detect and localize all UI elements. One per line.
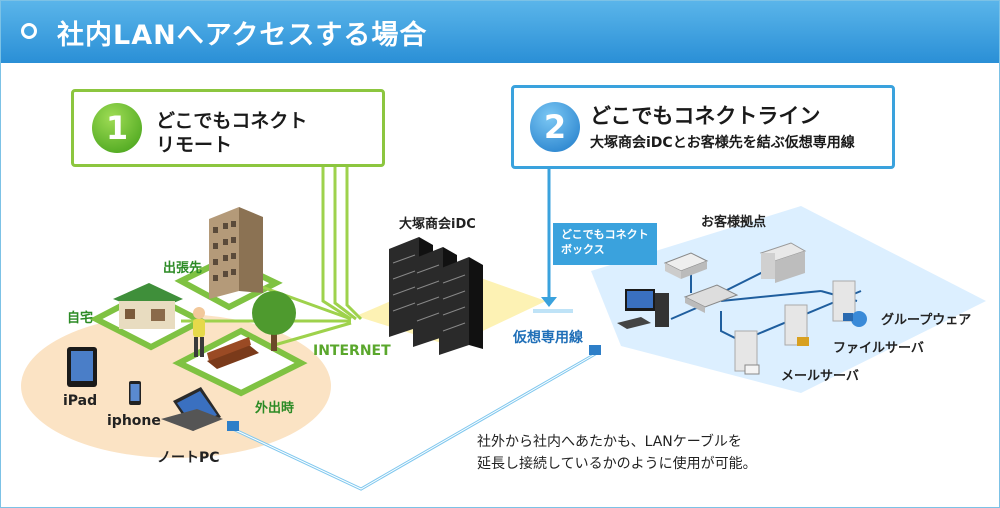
label-business-trip: 出張先: [163, 261, 203, 276]
office-building-icon: [209, 207, 263, 299]
note-line2: 延長し接続しているかのように使用が可能。: [477, 456, 757, 472]
connect-line-box: 2 どこでもコネクトライン 大塚商会iDCとお客様先を結ぶ仮想専用線: [511, 85, 895, 169]
ipad-icon: [67, 347, 97, 387]
lan-cable: [227, 345, 601, 491]
callout-line2: ボックス: [561, 243, 605, 256]
label-mail-server: メールサーバ: [781, 369, 859, 384]
outside-tile: [172, 327, 308, 397]
printer-icon: [759, 242, 807, 283]
remote-title-line2: リモート: [156, 134, 233, 156]
label-groupware: グループウェア: [881, 313, 972, 328]
connect-line-title: どこでもコネクトライン: [590, 104, 821, 128]
customer-zone: [591, 206, 986, 393]
remote-service-box: 1 どこでもコネクト リモート: [71, 89, 385, 167]
label-home: 自宅: [67, 311, 94, 326]
label-file-server: ファイルサーバ: [833, 341, 924, 356]
connect-line-subtitle: 大塚商会iDCとお客様先を結ぶ仮想専用線: [590, 135, 855, 151]
remote-title-line1: どこでもコネクト: [156, 110, 308, 132]
desktop-pc-icon: [617, 289, 669, 329]
laptop-icon: [161, 387, 223, 431]
header-bullet-icon: [21, 23, 37, 39]
iphone-icon: [129, 381, 141, 405]
label-iphone: iphone: [107, 413, 161, 429]
label-idc: 大塚商会iDC: [399, 217, 476, 232]
mail-server-icon: [734, 330, 760, 375]
label-ipad: iPad: [63, 393, 98, 409]
connect-box-callout: どこでもコネクト ボックス: [553, 223, 657, 265]
note-line1: 社外から社内へあたかも、LANケーブルを: [477, 434, 742, 450]
label-virtual-line: 仮想専用線: [513, 330, 583, 346]
server-rack-icon: [389, 237, 483, 355]
house-icon: [113, 283, 183, 329]
label-customer-site: お客様拠点: [701, 215, 767, 230]
file-server-icon: [784, 304, 809, 346]
tree-icon: [252, 291, 296, 351]
bench-icon: [207, 337, 259, 369]
groupware-server-icon: [832, 280, 867, 327]
label-outside: 外出時: [255, 401, 295, 416]
step-number-1: 1: [92, 103, 142, 153]
person-icon: [193, 307, 205, 357]
virtual-line-connector: [533, 163, 573, 313]
connect-box-icon: [663, 252, 709, 279]
page-title: 社内LANへアクセスする場合: [57, 20, 428, 51]
header-bar: 社内LANへアクセスする場合: [1, 1, 999, 63]
description-note: 社外から社内へあたかも、LANケーブルを 延長し接続しているかのように使用が可能…: [477, 431, 757, 475]
label-note-pc: ノートPC: [157, 450, 220, 466]
switch-hub-icon: [683, 284, 739, 313]
callout-line1: どこでもコネクト: [561, 228, 649, 241]
label-internet: INTERNET: [313, 343, 391, 359]
step-number-2: 2: [530, 102, 580, 152]
